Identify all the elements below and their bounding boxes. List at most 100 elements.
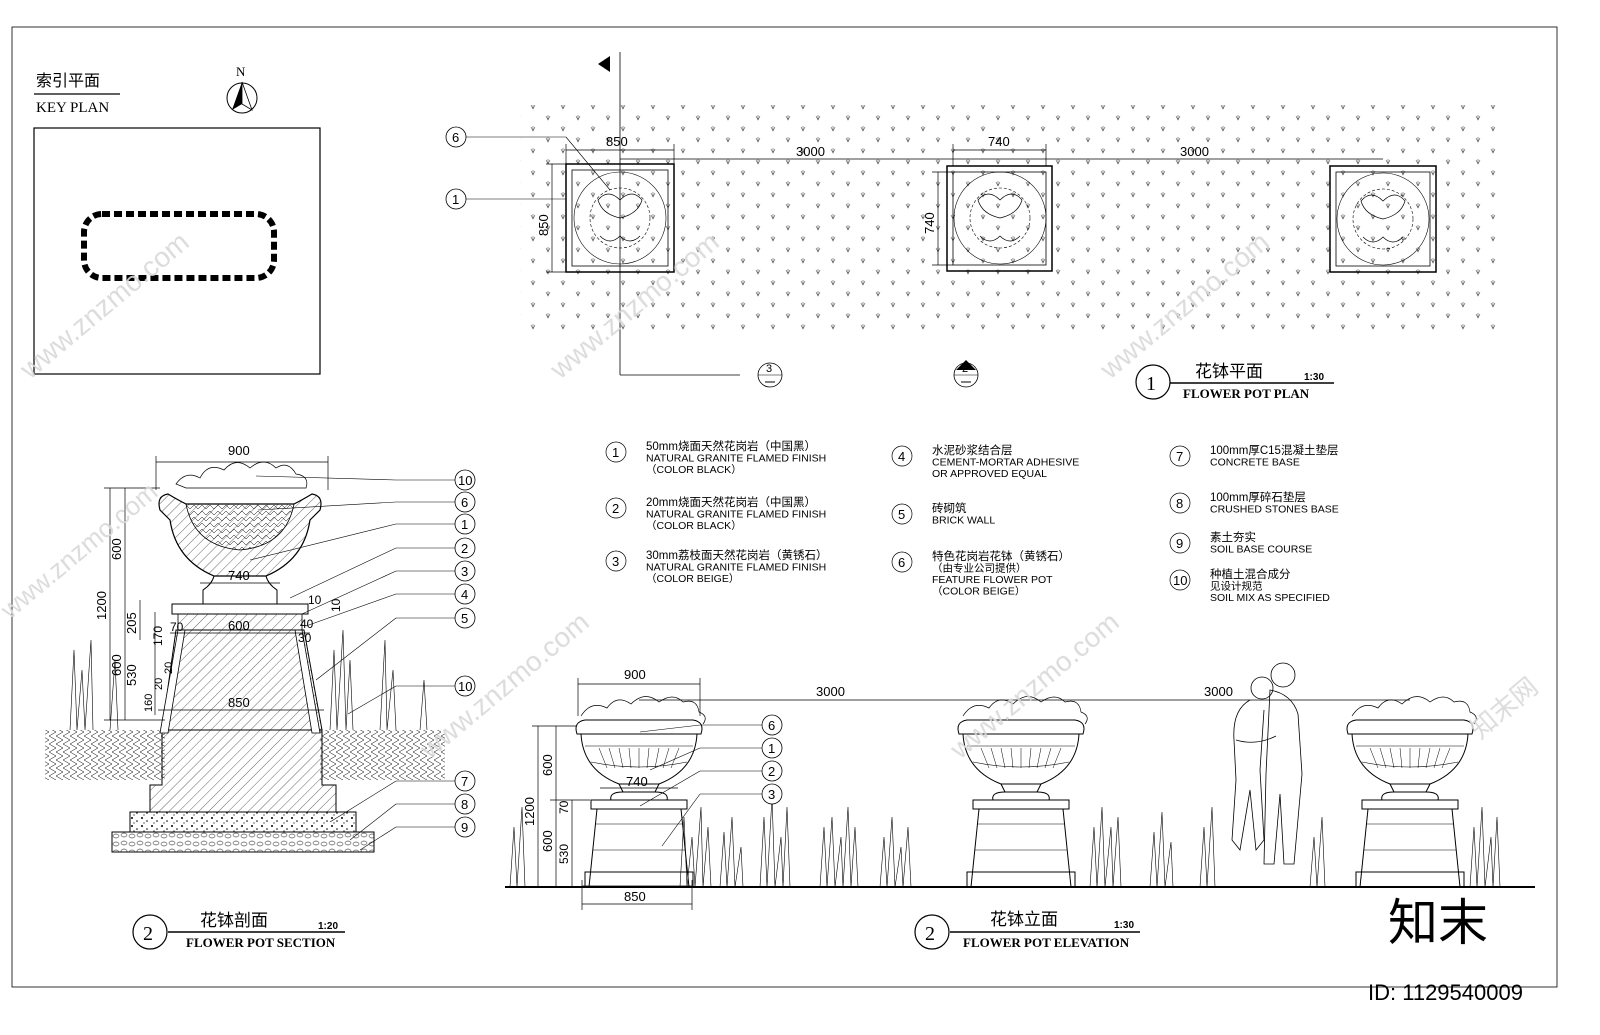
elevation-dim-900: 900 (624, 667, 646, 682)
section-callout-num: 10 (458, 473, 472, 488)
section-dim-160: 160 (143, 694, 155, 712)
section-dim-600b: 600 (109, 654, 124, 676)
section-dim-1200: 1200 (94, 591, 109, 620)
section-soil-right (320, 730, 445, 780)
plan-dim-side-740: 740 (922, 212, 937, 234)
section-callout-num: 3 (461, 564, 468, 579)
section-footing (149, 729, 337, 813)
section-dim-740: 740 (228, 568, 250, 583)
elevation-title-num: 2 (925, 923, 935, 945)
section-gravel-layer (111, 831, 375, 853)
legend-line: FEATURE FLOWER POT (932, 574, 1053, 586)
section-callout-num: 7 (461, 774, 468, 789)
section-dim-20a: 20 (153, 678, 165, 690)
legend-line: 见设计规范 (1210, 580, 1263, 593)
sheet-border (11, 26, 1558, 988)
elevation-callout: 1 (649, 737, 783, 771)
legend-line: 100mm厚C15混凝土垫层 (1210, 443, 1338, 457)
watermark-logo: 知末 (1388, 895, 1488, 951)
elevation-pot-1 (575, 696, 706, 888)
legend-line: NATURAL GRANITE FLAMED FINISH (646, 453, 826, 465)
section-soil-left (45, 730, 165, 780)
plan-dim-side-850: 850 (536, 214, 551, 236)
legend-line: 特色花岗岩花钵（黄锈石） (932, 549, 1070, 563)
legend-line: 种植土混合成分 (1210, 567, 1291, 581)
section-mark-3-label: 3 (766, 363, 772, 375)
elevation-pots (575, 696, 1477, 888)
section-dim-600: 600 (228, 618, 250, 633)
elevation-callout-num: 1 (768, 741, 775, 756)
legend-num: 2 (612, 501, 619, 516)
section-title-en: FLOWER POT SECTION (186, 935, 336, 950)
section-callout: 8 (349, 793, 476, 841)
section-grass (69, 629, 428, 731)
plan-title-cn: 花钵平面 (1195, 362, 1263, 381)
elevation-callout-num: 3 (768, 787, 775, 802)
north-arrow-icon: N (226, 64, 258, 114)
people-figure (1231, 662, 1303, 865)
legend-num: 4 (898, 449, 905, 464)
elevation-title-cn: 花钵立面 (990, 910, 1058, 929)
section-mark-2-icon: 2 (953, 360, 979, 388)
legend-num: 8 (1176, 496, 1183, 511)
legend-line: 30mm荔枝面天然花岗岩（黄锈石） (646, 548, 827, 562)
legend-item-3: 3 30mm荔枝面天然花岗岩（黄锈石）NATURAL GRANITE FLAMED… (605, 548, 827, 585)
section-callout-num: 10 (458, 679, 472, 694)
section-dim-10b: 10 (329, 598, 343, 612)
legend-line: （COLOR BLACK） (646, 464, 742, 476)
key-plan-title-cn: 索引平面 (36, 72, 100, 90)
legend-line: 砖砌筑 (932, 501, 967, 515)
section-callout-num: 2 (461, 541, 468, 556)
section-dim-600a: 600 (109, 538, 124, 560)
elevation-grass (509, 796, 1501, 888)
legend-line: 20mm烧面天然花岗岩（中国黑） (646, 495, 816, 509)
elevation-dim-600b: 600 (540, 830, 555, 852)
elevation-dim-70: 70 (557, 800, 571, 814)
section-cap-slab (171, 603, 309, 615)
legend-line: SOIL BASE COURSE (1210, 544, 1312, 556)
section-callout: 7 (329, 770, 476, 823)
plan-pot-3 (1329, 165, 1437, 273)
legend-num: 6 (898, 555, 905, 570)
watermark-text-6: www.znzmo.com (943, 606, 1125, 765)
elevation-dim-740: 740 (626, 774, 648, 789)
legend-line: 50mm烧面天然花岗岩（中国黑） (646, 439, 816, 453)
plan-callout-6: 6 (452, 130, 459, 145)
legend-line: NATURAL GRANITE FLAMED FINISH (646, 562, 826, 574)
section-callout: 4 (305, 583, 476, 627)
legend-num: 1 (612, 445, 619, 460)
section-title-num: 2 (143, 923, 153, 945)
legend-line: （由专业公司提供） (932, 562, 1027, 575)
section-dim-40: 40 (300, 617, 314, 631)
elevation-dim-600: 600 (540, 754, 555, 776)
legend-line: SOIL MIX AS SPECIFIED (1210, 592, 1330, 604)
legend-num: 3 (612, 554, 619, 569)
legend-line: OR APPROVED EQUAL (932, 468, 1047, 480)
section-dim-70: 70 (170, 620, 184, 634)
legend-num: 5 (898, 507, 905, 522)
plan-pot-1 (565, 163, 675, 273)
section-dim-30: 30 (298, 631, 312, 645)
elevation-dim-3000-b: 3000 (1204, 684, 1233, 699)
legend-line: CONCRETE BASE (1210, 457, 1300, 469)
section-dim-20b: 20 (163, 662, 175, 674)
section-plants (175, 461, 308, 489)
section-dim-10a: 10 (308, 593, 322, 607)
plan-title-num: 1 (1146, 373, 1156, 395)
elevation-callout-num: 6 (768, 718, 775, 733)
plan-dim-3000-a: 3000 (796, 144, 825, 159)
plan-title-en: FLOWER POT PLAN (1183, 386, 1310, 401)
section-callout: 1 (249, 513, 476, 561)
legend-line: 100mm厚碎石垫层 (1210, 490, 1306, 504)
plan-title-scale: 1:30 (1304, 372, 1324, 383)
legend-line: 水泥砂浆结合层 (932, 443, 1013, 457)
section-callout-num: 6 (461, 495, 468, 510)
